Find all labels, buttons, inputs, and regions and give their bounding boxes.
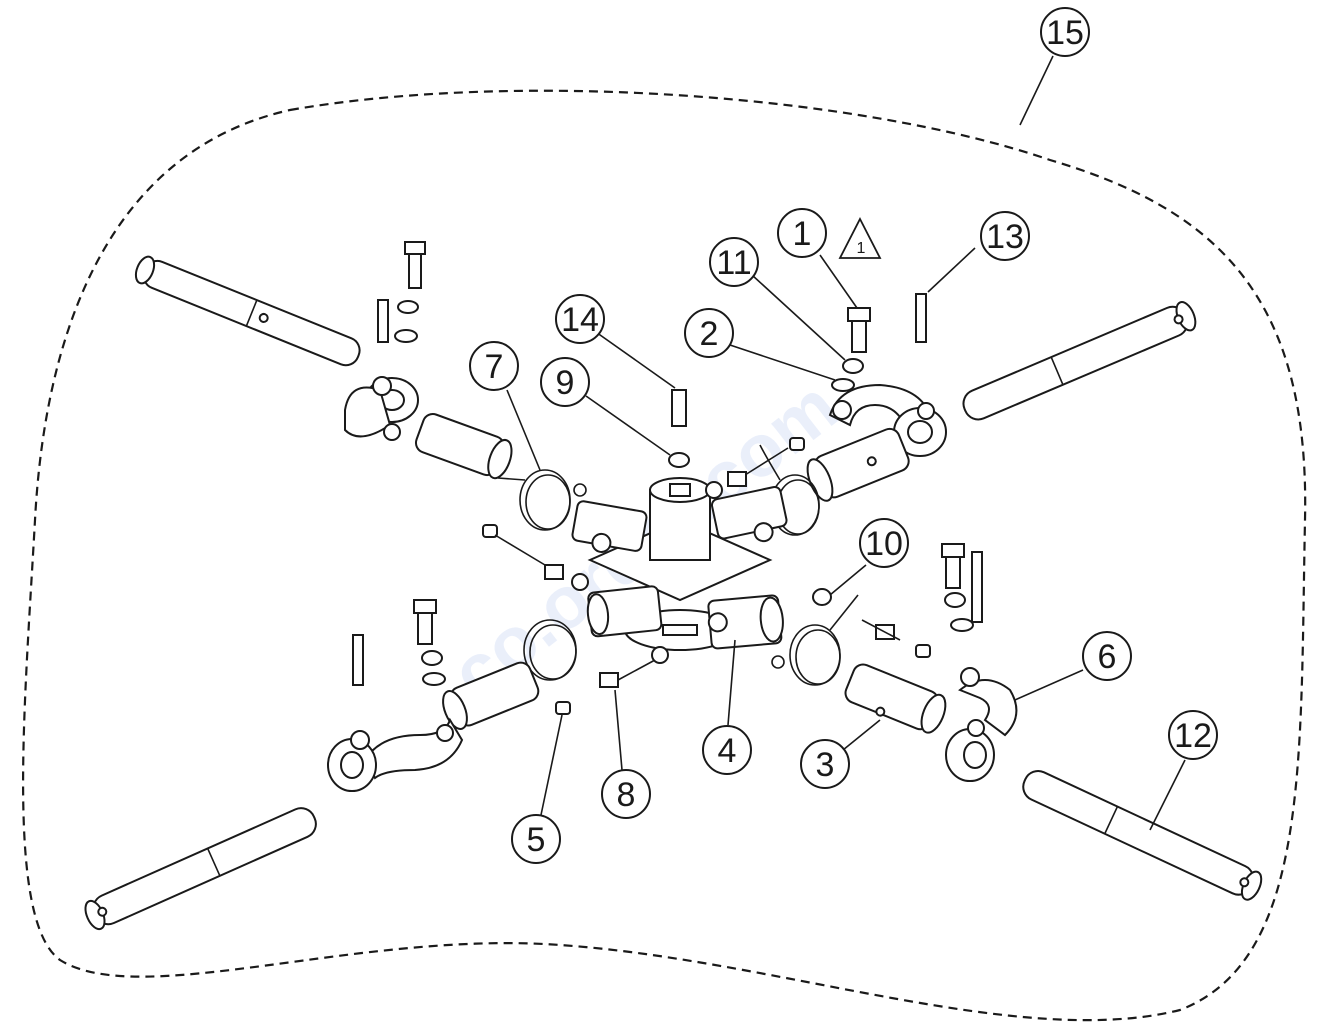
callout-14: 14 (555, 294, 605, 344)
torsion-spring-lower-left (523, 619, 577, 681)
lower-left-elbow-clamp (327, 717, 464, 792)
callout-6: 6 (1082, 631, 1132, 681)
lower-right-arm-tube (1022, 770, 1263, 901)
upper-right-sleeve (806, 427, 910, 502)
lower-right-bolt-stack (941, 543, 983, 632)
callouts: 15 1 11 13 2 14 9 7 10 6 12 4 3 8 5 (469, 7, 1218, 864)
callout-5: 5 (511, 814, 561, 864)
callout-12-label: 12 (1174, 717, 1212, 755)
center-pin-and-nut (668, 389, 690, 468)
callout-12: 12 (1168, 710, 1218, 760)
upper-left-arm-tube (134, 255, 361, 367)
lower-left-arm-tube (84, 807, 317, 931)
callout-2: 2 (684, 308, 734, 358)
callout-3-label: 3 (816, 746, 835, 784)
upper-right-elbow-clamp (828, 383, 947, 457)
upper-left-bolt-stack (377, 241, 426, 343)
callout-3: 3 (800, 739, 850, 789)
callout-9-label: 9 (556, 364, 575, 402)
callout-14-label: 14 (561, 301, 599, 339)
callout-7: 7 (469, 341, 519, 391)
kit-boundary-outline (22, 89, 1307, 1022)
torsion-spring-upper (497, 469, 587, 531)
callout-15-label: 15 (1046, 14, 1084, 52)
callout-10: 10 (859, 518, 909, 568)
parts-assembly (84, 241, 1263, 931)
callout-7-label: 7 (485, 348, 504, 386)
callout-13: 13 (980, 211, 1030, 261)
callout-11: 11 (709, 237, 759, 287)
upper-right-bolt-stack (831, 293, 927, 392)
callout-10-label: 10 (865, 525, 903, 563)
revision-triangle-label: 1 (857, 240, 866, 257)
callout-4: 4 (702, 725, 752, 775)
lower-right-sleeve (844, 663, 947, 734)
callout-1-label: 1 (793, 215, 812, 253)
callout-15: 15 (1040, 7, 1090, 57)
lower-right-elbow-clamp (945, 667, 1018, 782)
callout-6-label: 6 (1098, 638, 1117, 676)
revision-triangle: 1 (838, 217, 882, 259)
leader-lines (506, 55, 1186, 831)
callout-11-label: 11 (716, 244, 751, 282)
callout-13-label: 13 (986, 218, 1024, 256)
lower-left-sleeve (442, 661, 540, 730)
callout-5-label: 5 (527, 821, 546, 859)
torsion-spring-lower-right (771, 594, 859, 686)
callout-4-label: 4 (718, 732, 737, 770)
upper-right-arm-tube (962, 301, 1197, 421)
lower-left-bolt-stack (352, 599, 446, 686)
callout-1: 1 (777, 208, 827, 258)
hub-fasteners (482, 437, 931, 715)
upper-left-sleeve (414, 413, 513, 480)
callout-8-label: 8 (617, 776, 636, 814)
upper-left-swivel-clamp (344, 376, 419, 441)
callout-2-label: 2 (700, 315, 719, 353)
center-hub (571, 477, 788, 651)
callout-9: 9 (540, 357, 590, 407)
callout-8: 8 (601, 769, 651, 819)
